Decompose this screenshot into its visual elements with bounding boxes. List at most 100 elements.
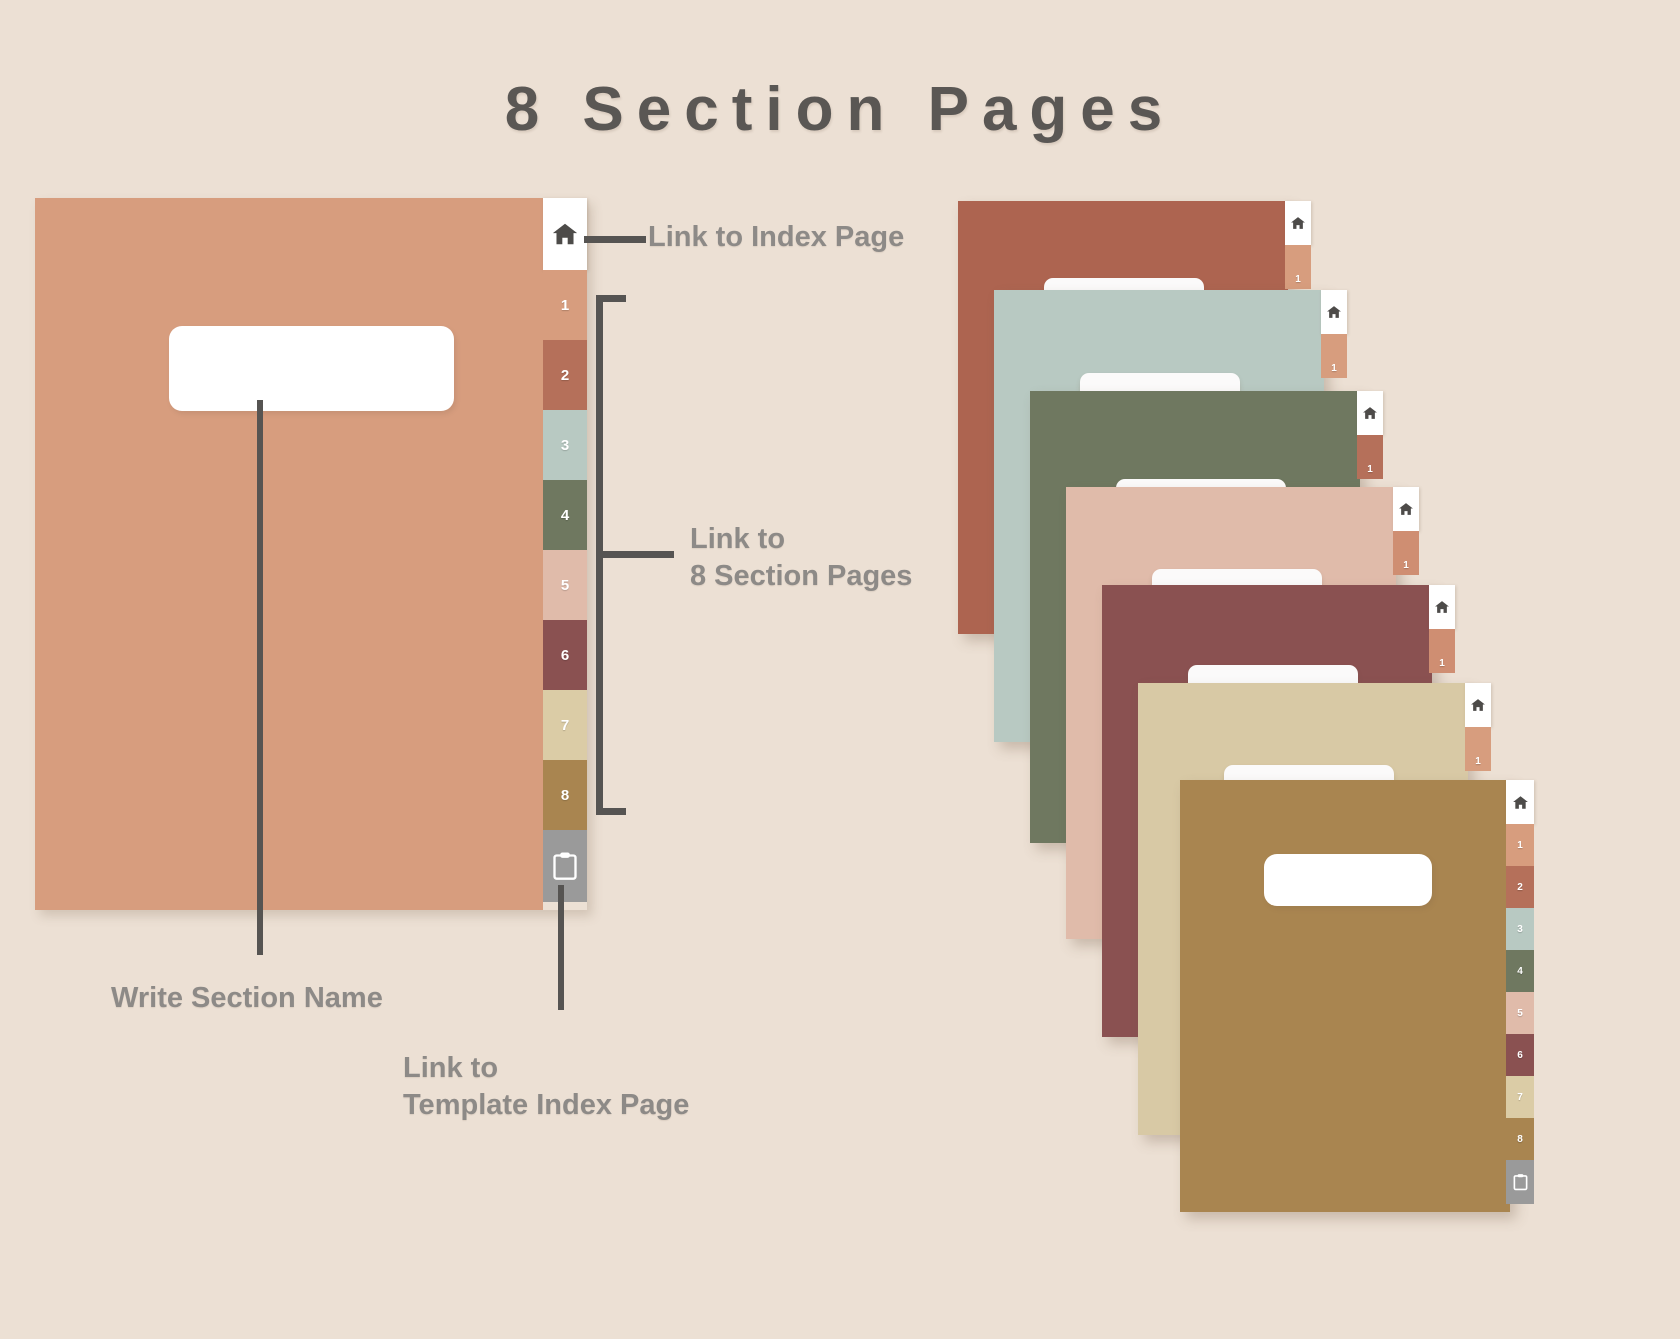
annotation-line: 8 Section Pages bbox=[690, 560, 913, 593]
sheet-tab-home[interactable] bbox=[1357, 391, 1383, 435]
sheet-gold[interactable]: 1 2 3 4 5 6 7 8 bbox=[1180, 780, 1534, 1212]
sheet-tab-section-1[interactable]: 1 bbox=[1321, 334, 1347, 378]
tab-label: 1 bbox=[560, 296, 570, 314]
front-sheet-tab-section-1[interactable]: 1 bbox=[1506, 824, 1534, 866]
home-icon bbox=[1512, 795, 1528, 809]
home-icon bbox=[1290, 215, 1306, 231]
annotation-line: Link to bbox=[690, 523, 786, 555]
connector-line-section-name bbox=[257, 400, 263, 955]
home-icon bbox=[1363, 407, 1377, 419]
connector-bracket-bottom bbox=[596, 808, 626, 815]
sheet-tab-home[interactable] bbox=[1321, 290, 1347, 334]
tab-label: 8 bbox=[560, 786, 570, 804]
tab-label: 6 bbox=[1517, 1049, 1523, 1061]
hero-page-body bbox=[35, 198, 543, 910]
annotation-write-section-name: Write Section Name bbox=[111, 980, 383, 1017]
tab-section-8[interactable]: 8 bbox=[543, 760, 587, 830]
connector-line-index bbox=[584, 236, 646, 243]
sheet-tab-strip: 1 bbox=[1393, 487, 1419, 575]
tab-label: 3 bbox=[1517, 923, 1523, 935]
tab-label: 2 bbox=[560, 366, 570, 384]
tab-home[interactable] bbox=[543, 198, 587, 270]
connector-bracket-top bbox=[596, 295, 626, 302]
sheet-tab-section-1[interactable]: 1 bbox=[1357, 435, 1383, 479]
hero-section-page[interactable]: 1 2 3 4 5 6 7 8 bbox=[35, 198, 587, 910]
sheet-tab-home[interactable] bbox=[1465, 683, 1491, 727]
tab-label: 3 bbox=[560, 436, 570, 454]
front-sheet-tab-strip: 1 2 3 4 5 6 7 8 bbox=[1506, 780, 1534, 1204]
home-icon bbox=[1434, 599, 1450, 615]
sheet-tab-strip: 1 bbox=[1465, 683, 1491, 771]
home-icon bbox=[1398, 501, 1414, 517]
sheet-tab-section-1[interactable]: 1 bbox=[1285, 245, 1311, 289]
front-sheet-tab-template-index[interactable] bbox=[1506, 1160, 1534, 1204]
tab-label: 1 bbox=[1475, 756, 1481, 767]
sheet-tab-strip: 1 bbox=[1357, 391, 1383, 479]
tab-label: 1 bbox=[1517, 839, 1523, 851]
annotation-line: Write Section Name bbox=[111, 982, 383, 1014]
sheet-tab-home[interactable] bbox=[1285, 201, 1311, 245]
connector-bracket-stem bbox=[596, 551, 674, 558]
sheet-tab-section-1[interactable]: 1 bbox=[1393, 531, 1419, 575]
front-sheet-tab-section-2[interactable]: 2 bbox=[1506, 866, 1534, 908]
tab-label: 8 bbox=[1517, 1133, 1523, 1145]
tab-section-6[interactable]: 6 bbox=[543, 620, 587, 690]
sheet-tab-home[interactable] bbox=[1393, 487, 1419, 531]
sheet-tab-section-1[interactable]: 1 bbox=[1429, 629, 1455, 673]
sheet-tab-strip: 1 bbox=[1321, 290, 1347, 378]
tab-label: 4 bbox=[560, 506, 570, 524]
page-title: 8 Section Pages bbox=[504, 75, 1176, 144]
tab-label: 1 bbox=[1331, 363, 1337, 374]
home-icon bbox=[1399, 503, 1413, 515]
tab-section-2[interactable]: 2 bbox=[543, 340, 587, 410]
home-icon bbox=[1326, 304, 1342, 320]
front-sheet-tab-section-6[interactable]: 6 bbox=[1506, 1034, 1534, 1076]
annotation-section-links: Link to 8 Section Pages bbox=[690, 521, 912, 595]
annotation-line: Link to Index Page bbox=[648, 221, 905, 253]
tab-label: 6 bbox=[560, 646, 570, 664]
front-sheet-tab-section-4[interactable]: 4 bbox=[1506, 950, 1534, 992]
tab-label: 1 bbox=[1403, 560, 1409, 571]
hero-tab-strip: 1 2 3 4 5 6 7 8 bbox=[543, 198, 587, 910]
tab-template-index[interactable] bbox=[543, 830, 587, 902]
sheet-tab-home[interactable] bbox=[1429, 585, 1455, 629]
tab-label: 5 bbox=[560, 576, 570, 594]
home-icon bbox=[1512, 794, 1529, 811]
front-sheet-tab-home[interactable] bbox=[1506, 780, 1534, 824]
home-icon bbox=[552, 223, 578, 245]
hero-section-name-box[interactable] bbox=[169, 326, 454, 411]
front-sheet-tab-section-3[interactable]: 3 bbox=[1506, 908, 1534, 950]
home-icon bbox=[1362, 405, 1378, 421]
clipboard-icon bbox=[1513, 1174, 1527, 1191]
tab-label: 5 bbox=[1517, 1007, 1523, 1019]
tab-label: 4 bbox=[1517, 965, 1523, 977]
front-sheet-tab-section-8[interactable]: 8 bbox=[1506, 1118, 1534, 1160]
tab-section-5[interactable]: 5 bbox=[543, 550, 587, 620]
tab-label: 7 bbox=[560, 716, 570, 734]
front-sheet-section-name-box[interactable] bbox=[1264, 854, 1432, 906]
tab-label: 7 bbox=[1517, 1091, 1523, 1103]
tab-section-4[interactable]: 4 bbox=[543, 480, 587, 550]
tab-label: 2 bbox=[1517, 881, 1523, 893]
tab-section-1[interactable]: 1 bbox=[543, 270, 587, 340]
annotation-line: Link to bbox=[403, 1052, 499, 1084]
clipboard-icon bbox=[1513, 1173, 1528, 1191]
tab-section-3[interactable]: 3 bbox=[543, 410, 587, 480]
sheet-tab-strip: 1 bbox=[1285, 201, 1311, 289]
front-sheet-tab-section-5[interactable]: 5 bbox=[1506, 992, 1534, 1034]
clipboard-icon bbox=[553, 852, 577, 880]
tab-section-7[interactable]: 7 bbox=[543, 690, 587, 760]
annotation-line: Template Index Page bbox=[403, 1089, 690, 1122]
sheet-tab-section-1[interactable]: 1 bbox=[1465, 727, 1491, 771]
home-icon bbox=[1291, 217, 1305, 229]
sheet-tab-strip: 1 bbox=[1429, 585, 1455, 673]
sheet-body bbox=[1180, 780, 1510, 1212]
home-icon bbox=[1435, 601, 1449, 613]
home-icon bbox=[1327, 306, 1341, 318]
tab-label: 1 bbox=[1367, 464, 1373, 475]
front-sheet-tab-section-7[interactable]: 7 bbox=[1506, 1076, 1534, 1118]
tab-label: 1 bbox=[1439, 658, 1445, 669]
annotation-index-link: Link to Index Page bbox=[648, 219, 904, 256]
